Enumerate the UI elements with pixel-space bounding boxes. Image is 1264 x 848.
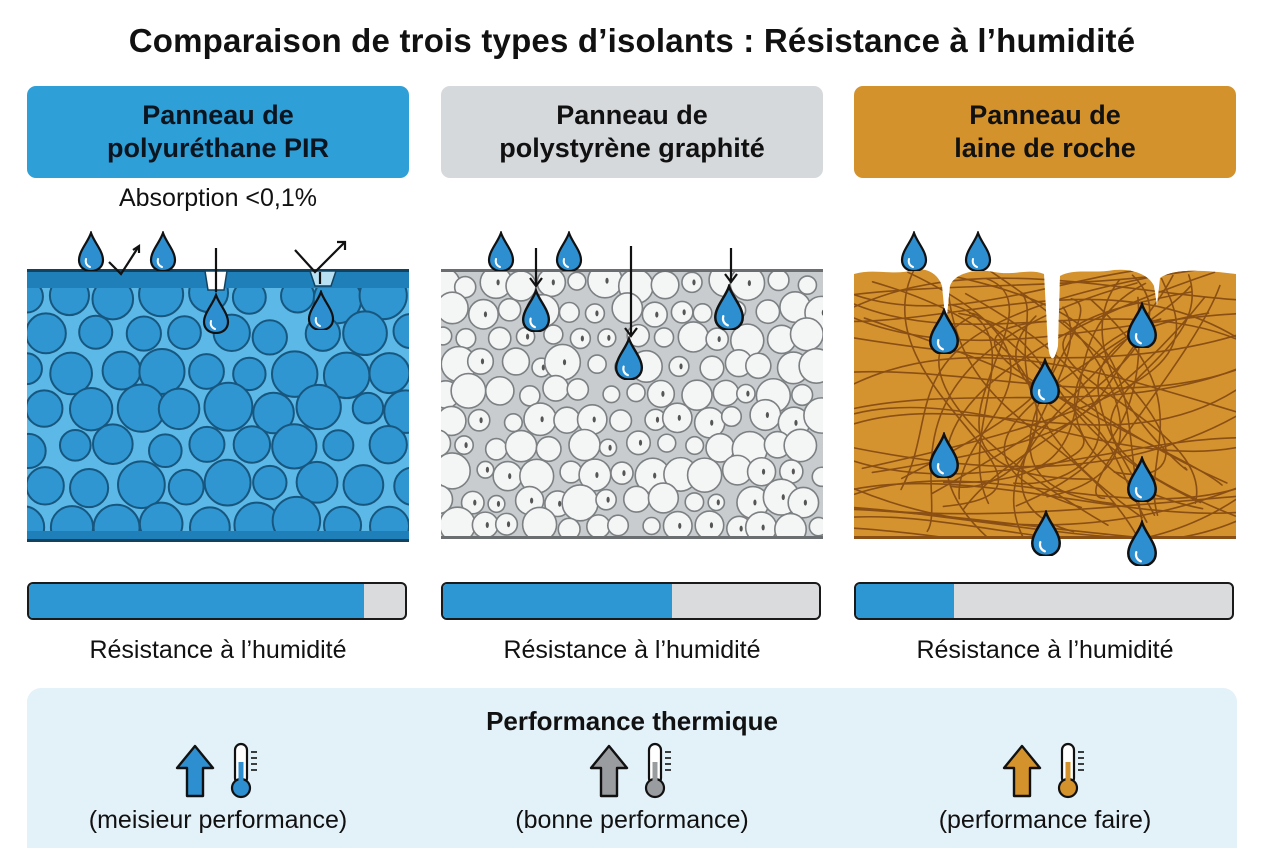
polystyrene-illustration	[441, 226, 823, 566]
absorption-note: Absorption <0,1%	[118, 184, 318, 212]
moisture-resistance-fill	[29, 584, 364, 618]
material-header-polystyrene: Panneau de polystyrène graphité	[441, 86, 823, 178]
material-column-pir: Panneau de polyuréthane PIR Absorption <…	[27, 86, 409, 664]
material-header-pir: Panneau de polyuréthane PIR	[27, 86, 409, 178]
moisture-resistance-label: Résistance à l’humidité	[89, 636, 347, 664]
thermal-performance-panel: Performance thermique (meisieur performa…	[27, 688, 1237, 848]
up-arrow-icon	[175, 744, 215, 798]
moisture-resistance-bar-pir	[27, 582, 407, 620]
moisture-resistance-fill	[443, 584, 673, 618]
polystyrene-cross-section	[441, 231, 823, 539]
page-title: Comparaison de trois types d’isolants : …	[128, 22, 1136, 59]
thermal-performance-title: Performance thermique	[486, 706, 778, 736]
water-drop-icon	[487, 231, 515, 271]
thermal-performance-polystyrene: (bonne performance)	[441, 740, 823, 844]
pir-cross-section	[27, 231, 409, 542]
pir-illustration	[27, 226, 409, 566]
up-arrow-icon	[589, 744, 629, 798]
up-arrow-icon	[1002, 744, 1042, 798]
thermal-performance-pir: (meisieur performance)	[27, 740, 409, 844]
thermometer-icon	[230, 742, 257, 799]
rockwool-cross-section	[854, 231, 1236, 566]
thermal-performance-label: (bonne performance)	[515, 806, 749, 834]
water-drop-icon	[964, 231, 992, 271]
water-drop-icon	[149, 231, 177, 271]
moisture-resistance-bar-rockwool	[854, 582, 1234, 620]
thermometer-icon	[644, 742, 671, 799]
water-drop-icon	[77, 231, 105, 271]
material-header-rockwool: Panneau de laine de roche	[854, 86, 1236, 178]
thermometer-icon	[1057, 742, 1084, 799]
thermal-performance-rockwool: (performance faire)	[854, 740, 1236, 844]
thermal-performance-label: (performance faire)	[938, 806, 1152, 834]
water-drop-icon	[555, 231, 583, 271]
rockwool-illustration	[854, 226, 1236, 566]
moisture-resistance-bar-polystyrene	[441, 582, 821, 620]
material-name: Panneau de polyuréthane PIR	[106, 100, 330, 163]
material-column-rockwool: Panneau de laine de roche Résistance à l…	[854, 86, 1236, 664]
water-drop-icon	[900, 231, 928, 271]
moisture-resistance-fill	[856, 584, 954, 618]
moisture-resistance-label: Résistance à l’humidité	[503, 636, 761, 664]
material-name: Panneau de laine de roche	[954, 100, 1136, 163]
material-name: Panneau de polystyrène graphité	[499, 100, 765, 163]
thermal-performance-label: (meisieur performance)	[88, 806, 348, 834]
material-column-polystyrene: Panneau de polystyrène graphité Résistan…	[441, 86, 823, 664]
moisture-resistance-label: Résistance à l’humidité	[916, 636, 1174, 664]
